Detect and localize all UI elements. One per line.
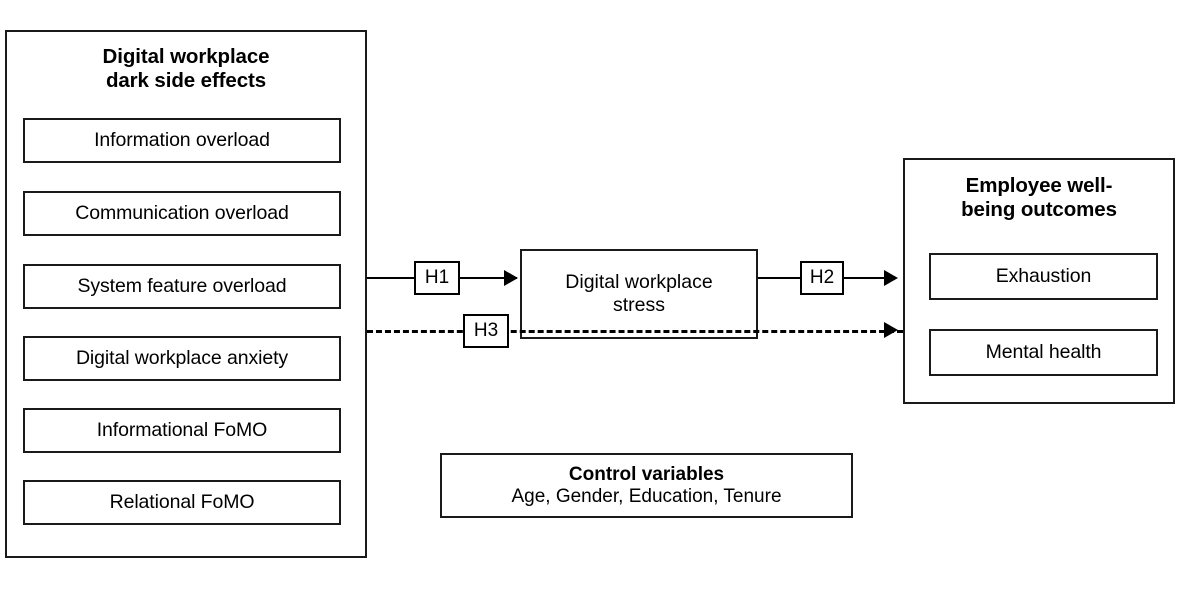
- mediator-box[interactable]: Digital workplace stress: [520, 249, 758, 339]
- h1-arrow-head: [504, 270, 518, 286]
- outcome-item-exhaustion[interactable]: Exhaustion: [929, 253, 1158, 300]
- antecedent-item-label: Communication overload: [75, 202, 289, 224]
- hypothesis-label-text: H2: [809, 267, 835, 288]
- control-variables-box: Control variables Age, Gender, Education…: [440, 453, 853, 518]
- antecedent-item-label: Relational FoMO: [109, 491, 255, 513]
- hypothesis-label-text: H1: [424, 267, 450, 288]
- control-variables-title: Control variables: [568, 463, 725, 485]
- hypothesis-label-h2[interactable]: H2: [800, 261, 844, 295]
- antecedent-item-label: Digital workplace anxiety: [75, 347, 289, 369]
- h3-connector-line: [367, 330, 903, 333]
- antecedent-item-label: System feature overload: [77, 275, 287, 297]
- control-variables-list: Age, Gender, Education, Tenure: [511, 485, 782, 507]
- h3-arrow-head: [884, 322, 898, 338]
- h2-arrow-head: [884, 270, 898, 286]
- hypothesis-label-text: H3: [473, 320, 499, 341]
- outcome-item-mental-health[interactable]: Mental health: [929, 329, 1158, 376]
- mediator-label: Digital workplace stress: [565, 270, 713, 316]
- antecedent-item-system-feature-overload[interactable]: System feature overload: [23, 264, 341, 309]
- antecedent-item-label: Information overload: [94, 129, 270, 151]
- outcome-item-label: Exhaustion: [995, 265, 1092, 287]
- hypothesis-label-h1[interactable]: H1: [414, 261, 460, 295]
- antecedent-item-informational-fomo[interactable]: Informational FoMO: [23, 408, 341, 453]
- antecedent-item-relational-fomo[interactable]: Relational FoMO: [23, 480, 341, 525]
- hypothesis-label-h3[interactable]: H3: [463, 314, 509, 348]
- antecedent-item-label: Informational FoMO: [96, 419, 268, 441]
- antecedent-item-digital-workplace-anxiety[interactable]: Digital workplace anxiety: [23, 336, 341, 381]
- outcome-item-label: Mental health: [985, 341, 1102, 363]
- antecedents-group-title: Digital workplace dark side effects: [102, 45, 270, 93]
- antecedent-item-communication-overload[interactable]: Communication overload: [23, 191, 341, 236]
- outcomes-group-title: Employee well- being outcomes: [961, 174, 1117, 222]
- antecedent-item-information-overload[interactable]: Information overload: [23, 118, 341, 163]
